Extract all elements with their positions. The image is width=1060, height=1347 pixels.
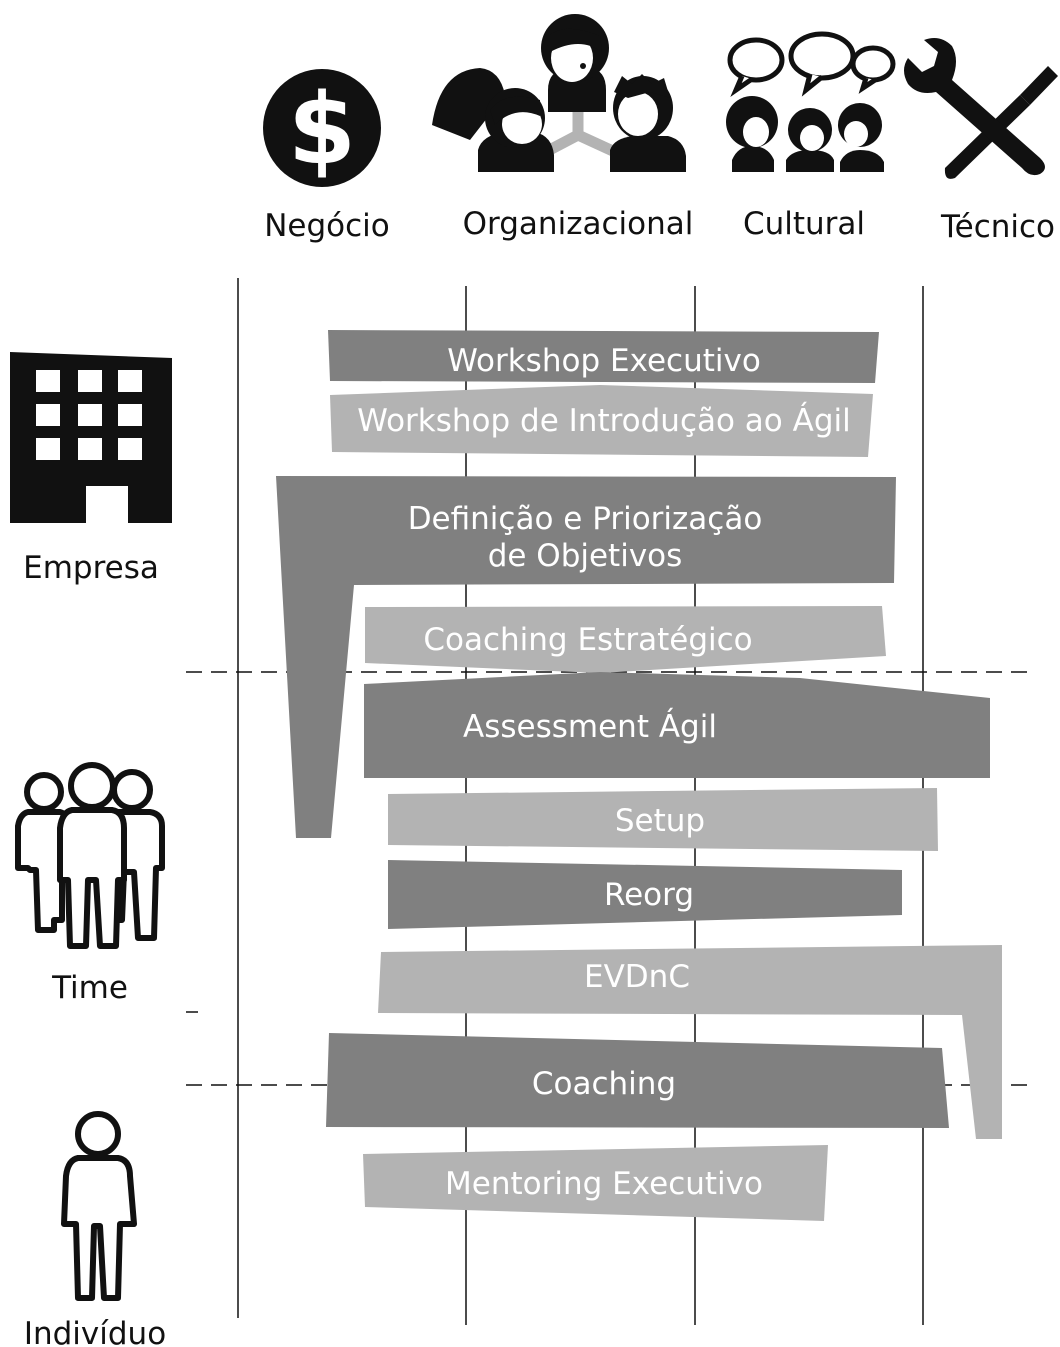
block-definicao-priorizacao [276, 476, 896, 838]
block-coaching [326, 1033, 949, 1128]
block-label-line: Setup [615, 803, 705, 839]
block-setup [388, 788, 938, 851]
column-label-negocio: Negócio [264, 208, 390, 244]
label-coaching: Coaching [532, 1066, 676, 1102]
label-workshop-executivo: Workshop Executivo [447, 343, 761, 379]
column-label-cultural: Cultural [743, 206, 865, 242]
row-label-time: Time [51, 970, 128, 1006]
block-reorg [388, 860, 902, 929]
block-label-line: Assessment Ágil [463, 709, 717, 745]
block-label-line: Reorg [604, 877, 694, 913]
block-coaching-estrategico [365, 606, 886, 673]
person-icon [61, 1111, 137, 1301]
team-icon [15, 762, 165, 949]
row-label-individuo: Indivíduo [24, 1316, 166, 1347]
block-mentoring-executivo [363, 1145, 828, 1221]
row-label-empresa: Empresa [23, 550, 159, 586]
block-evdnc [378, 945, 1002, 1139]
block-assessment-agil [364, 672, 990, 778]
block-label-line: Mentoring Executivo [445, 1166, 763, 1202]
column-label-tecnico: Técnico [940, 209, 1055, 245]
label-evdnc: EVDnC [584, 959, 690, 995]
block-label-line: de Objetivos [488, 538, 683, 574]
block-workshop-introducao [330, 385, 873, 457]
label-mentoring-executivo: Mentoring Executivo [445, 1166, 763, 1202]
block-label-line: EVDnC [584, 959, 690, 995]
block-label-line: Coaching [532, 1066, 676, 1102]
block-label-line: Definição e Priorização [408, 501, 763, 537]
wrench-screwdriver-icon [904, 38, 1058, 179]
label-assessment-agil: Assessment Ágil [463, 709, 717, 745]
block-workshop-executivo [328, 330, 879, 383]
label-coaching-estrategico: Coaching Estratégico [423, 622, 752, 658]
block-label-line: Workshop Executivo [447, 343, 761, 379]
block-label-line: Coaching Estratégico [423, 622, 752, 658]
svg-text:$: $ [288, 73, 356, 187]
people-network-icon [432, 14, 686, 172]
block-label-line: Workshop de Introdução ao Ágil [357, 403, 851, 439]
activity-blocks: Workshop Executivo Workshop de Introduçã… [276, 330, 1002, 1221]
label-setup: Setup [615, 803, 705, 839]
label-reorg: Reorg [604, 877, 694, 913]
label-workshop-introducao: Workshop de Introdução ao Ágil [357, 403, 851, 439]
dollar-icon: $ [263, 69, 381, 187]
building-icon [10, 352, 172, 523]
column-label-organizacional: Organizacional [463, 206, 694, 242]
speech-bubbles-icon [726, 31, 896, 172]
